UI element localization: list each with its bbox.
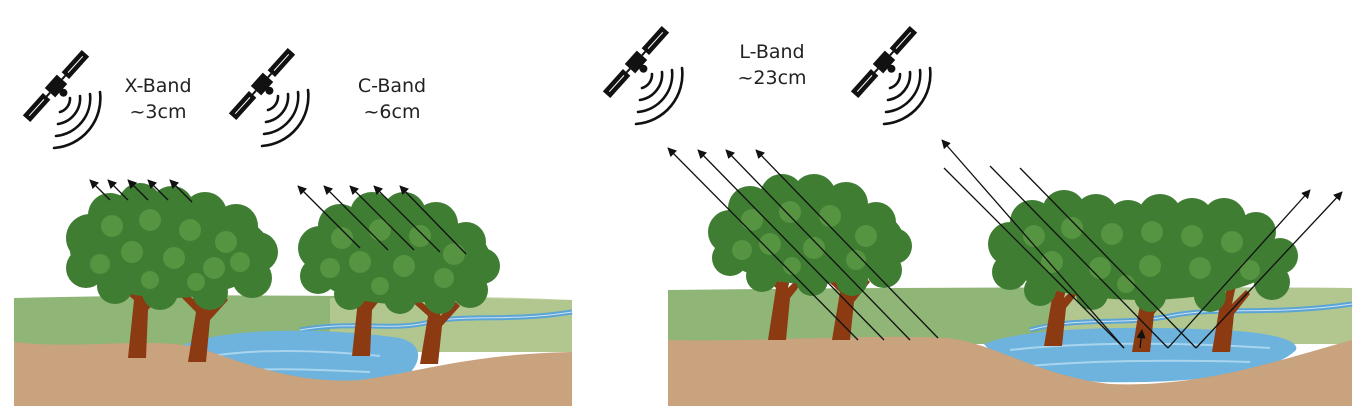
- band-wavelength-label: ~6cm: [364, 101, 421, 123]
- signal-wave-icon: [260, 88, 310, 148]
- band-wavelength-label: ~3cm: [130, 101, 187, 123]
- arrow-icon: [399, 185, 467, 255]
- arrow-icon: [127, 179, 149, 201]
- arrow-icon: [941, 139, 1125, 349]
- arrow-icon: [1136, 329, 1146, 349]
- tree-icon: [410, 286, 460, 364]
- band-wavelength-label: ~23cm: [737, 67, 806, 89]
- arrow-icon: [147, 179, 169, 201]
- arrow-icon: [667, 147, 859, 341]
- arrow-icon: [1167, 189, 1311, 349]
- arrow-icon: [697, 149, 885, 341]
- band-name-label: X-Band: [124, 75, 191, 97]
- signal-wave-icon: [634, 66, 684, 126]
- arrow-icon: [349, 185, 415, 251]
- arrow-icon: [107, 179, 129, 201]
- tree-icon: [178, 280, 228, 362]
- satellite-icon: [226, 45, 303, 128]
- soil: [668, 336, 1352, 406]
- satellite-icon: [600, 23, 677, 106]
- arrow-icon: [943, 167, 1125, 349]
- arrow-icon: [989, 165, 1169, 349]
- canopy: [66, 183, 278, 310]
- band-name-label: C-Band: [358, 75, 426, 97]
- soil: [14, 342, 572, 406]
- arrow-icon: [297, 185, 361, 249]
- arrow-icon: [1019, 167, 1197, 349]
- canopy: [988, 190, 1298, 312]
- arrow-icon: [725, 149, 911, 341]
- left-panel: X-Band ~3cm C-Band ~6cm: [14, 45, 573, 406]
- signal-wave-icon: [882, 66, 932, 126]
- right-panel: L-Band ~23cm: [600, 23, 1353, 406]
- satellite-icon: [848, 23, 925, 106]
- arrow-icon: [89, 179, 111, 201]
- arrow-icon: [169, 179, 193, 203]
- arrow-icon: [323, 185, 389, 251]
- signal-wave-icon: [52, 90, 102, 150]
- arrow-icon: [373, 185, 441, 253]
- band-name-label: L-Band: [739, 41, 804, 63]
- arrow-icon: [755, 149, 939, 339]
- arrow-icon: [1195, 191, 1343, 349]
